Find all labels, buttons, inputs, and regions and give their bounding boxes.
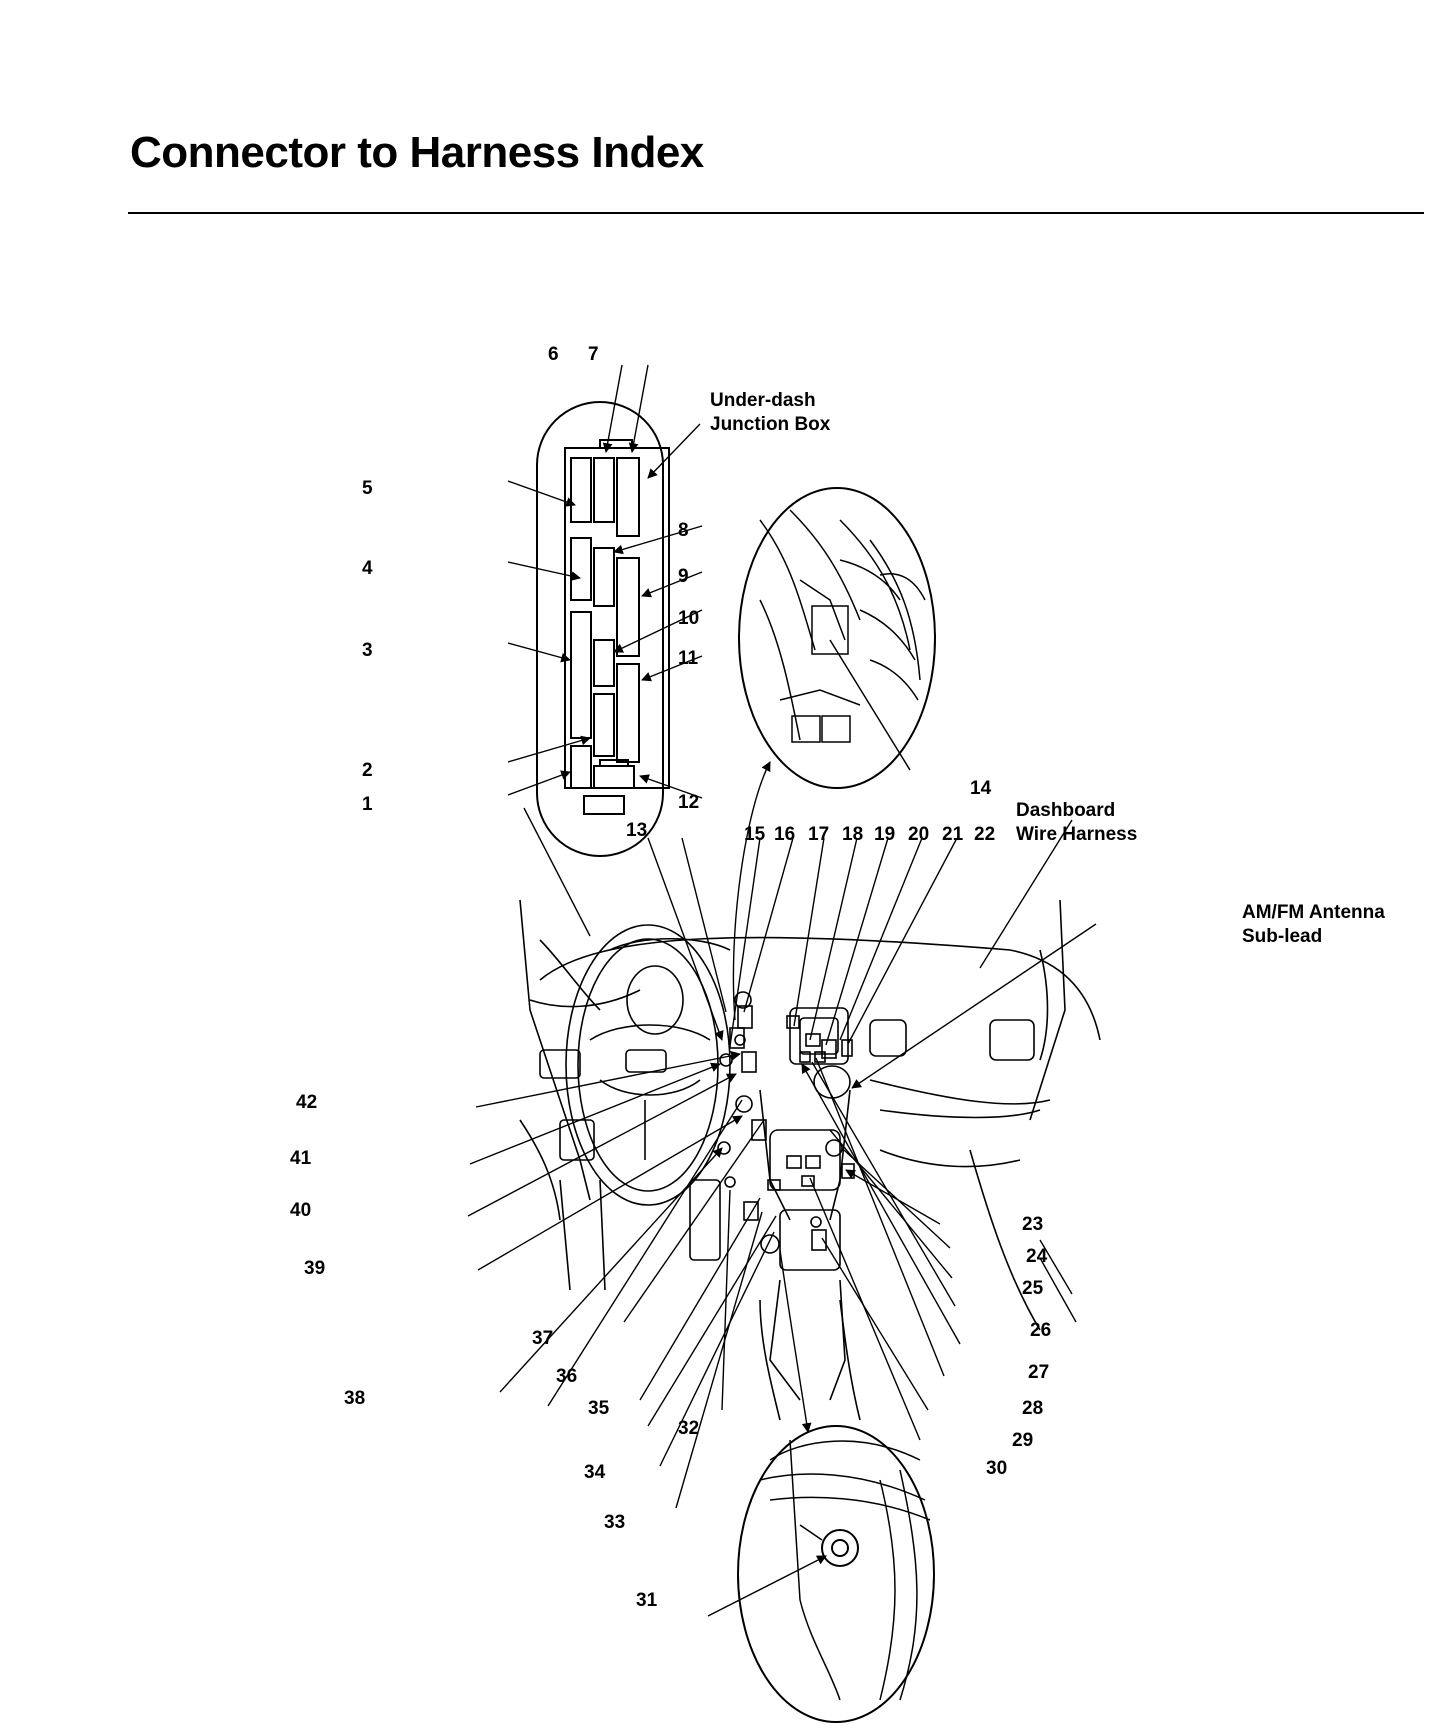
ground-bolt-inset — [737, 1425, 935, 1723]
callout-17: 17 — [808, 824, 829, 845]
callout-18: 18 — [842, 824, 863, 845]
callout-36: 36 — [556, 1366, 577, 1387]
callout-14: 14 — [970, 778, 992, 799]
callout-3: 3 — [362, 640, 373, 661]
dashboard-harness-inset — [738, 487, 936, 789]
junction-box-inset — [536, 401, 670, 857]
callout-11: 11 — [678, 648, 699, 669]
callout-37: 37 — [532, 1328, 553, 1349]
callout-10: 10 — [678, 608, 699, 629]
component-labels: Under-dash Junction Box Dashboard Wire H… — [710, 390, 1385, 947]
callout-23: 23 — [1022, 1214, 1043, 1235]
callout-4: 4 — [362, 558, 373, 579]
callout-13: 13 — [626, 820, 647, 841]
callout-6: 6 — [548, 344, 559, 365]
callout-22: 22 — [974, 824, 995, 845]
dashboard-wire-harness-label-line2: Wire Harness — [1016, 824, 1137, 845]
dashboard-view — [519, 899, 1101, 1421]
am-fm-antenna-sub-lead-label-line1: AM/FM Antenna — [1242, 902, 1385, 923]
callout-8: 8 — [678, 520, 689, 541]
callout-30: 30 — [986, 1458, 1007, 1479]
callout-24: 24 — [1026, 1246, 1048, 1267]
callout-42: 42 — [296, 1092, 317, 1113]
callout-27: 27 — [1028, 1362, 1049, 1383]
callout-19: 19 — [874, 824, 895, 845]
callout-32: 32 — [678, 1418, 699, 1439]
callout-25: 25 — [1022, 1278, 1044, 1299]
callout-35: 35 — [588, 1398, 610, 1419]
callout-12: 12 — [678, 792, 699, 813]
callout-40: 40 — [290, 1200, 311, 1221]
am-fm-antenna-sub-lead-label-line2: Sub-lead — [1242, 926, 1322, 947]
leader-lines — [467, 364, 1097, 1617]
page-title: Connector to Harness Index — [130, 128, 704, 177]
callout-labels: 1 2 3 4 5 6 7 8 9 10 11 12 13 14 15 16 1… — [290, 344, 1051, 1611]
callout-39: 39 — [304, 1258, 325, 1279]
callout-7: 7 — [588, 344, 599, 365]
callout-26: 26 — [1030, 1320, 1051, 1341]
title-divider — [128, 212, 1424, 214]
callout-15: 15 — [744, 824, 766, 845]
callout-28: 28 — [1022, 1398, 1043, 1419]
callout-29: 29 — [1012, 1430, 1033, 1451]
callout-34: 34 — [584, 1462, 606, 1483]
under-dash-junction-box-label-line2: Junction Box — [710, 414, 831, 435]
callout-31: 31 — [636, 1590, 658, 1611]
callout-21: 21 — [942, 824, 964, 845]
callout-2: 2 — [362, 760, 373, 781]
callout-33: 33 — [604, 1512, 625, 1533]
callout-38: 38 — [344, 1388, 365, 1409]
callout-41: 41 — [290, 1148, 312, 1169]
under-dash-junction-box-label-line1: Under-dash — [710, 390, 816, 411]
dashboard-wire-harness-label-line1: Dashboard — [1016, 800, 1115, 821]
callout-5: 5 — [362, 478, 373, 499]
callout-16: 16 — [774, 824, 795, 845]
callout-9: 9 — [678, 566, 689, 587]
callout-1: 1 — [362, 794, 373, 815]
callout-20: 20 — [908, 824, 929, 845]
